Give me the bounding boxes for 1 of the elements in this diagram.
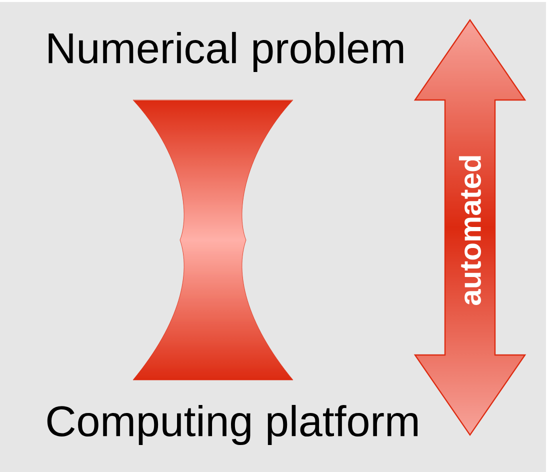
title-text: Numerical problem bbox=[48, 32, 404, 72]
